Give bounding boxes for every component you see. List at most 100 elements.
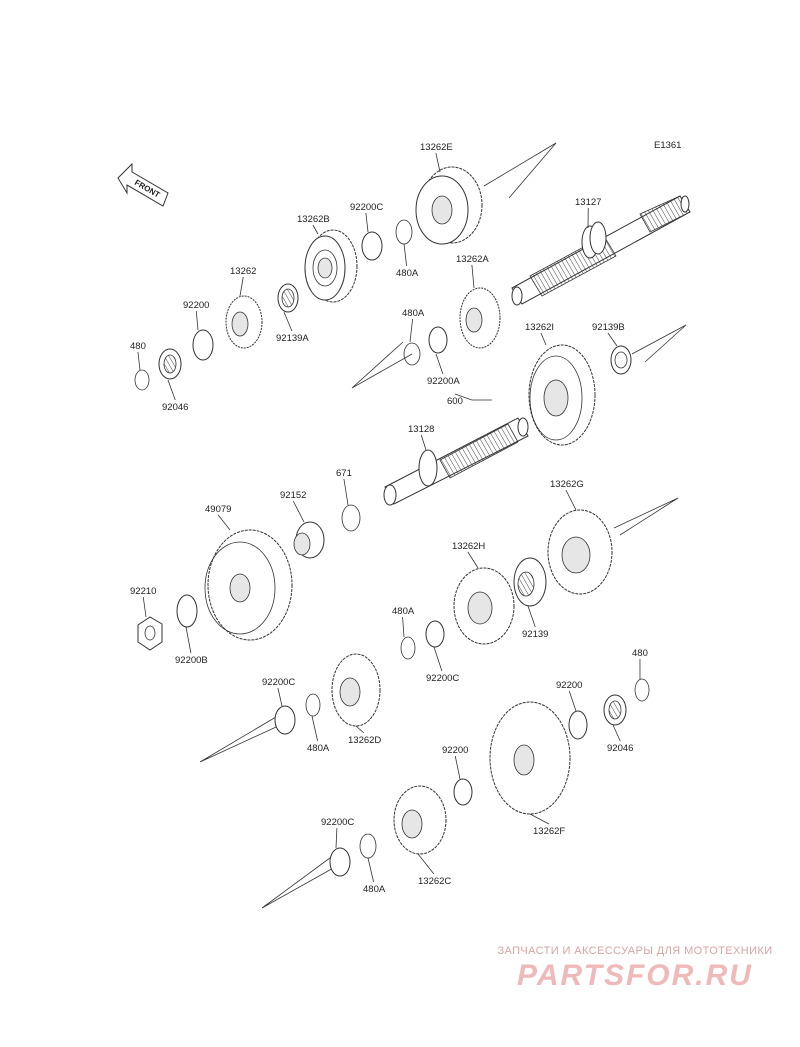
diagram-code: E1361 (654, 140, 681, 151)
sprocket-49079 (204, 529, 293, 641)
circlip-480a-mid (403, 342, 421, 366)
part-label-13262e: 13262E (420, 142, 453, 153)
needle-bearing-92046-lower (603, 694, 627, 726)
part-label-92210: 92210 (130, 586, 156, 597)
part-label-13262a: 13262A (456, 254, 489, 265)
part-label-600: 600 (447, 396, 463, 407)
leader-line (239, 276, 244, 297)
washer-92200b (176, 594, 198, 628)
part-label-13262b: 13262B (297, 214, 330, 225)
part-label-92139a: 92139A (276, 333, 309, 344)
part-label-49079: 49079 (205, 504, 231, 515)
part-label-671: 671 (336, 468, 352, 479)
leader-line (568, 690, 577, 712)
gear-13262b (304, 229, 358, 303)
part-label-13262g: 13262G (550, 479, 584, 490)
gear-13262e (415, 166, 483, 245)
leader-line (311, 715, 318, 742)
leader-line (612, 724, 621, 742)
leader-line (420, 434, 427, 451)
leader-line (335, 827, 338, 849)
main-shaft-13127 (511, 195, 691, 306)
leader-line (277, 687, 283, 707)
leader-line (292, 500, 305, 523)
leader-line (454, 393, 473, 401)
leader-line (367, 857, 374, 883)
washer-92200c-lower (274, 705, 296, 735)
circlip-480-upper (134, 369, 150, 391)
gear-13262f (489, 701, 571, 815)
part-label-480a: 480A (392, 606, 415, 617)
part-label-13262f: 13262F (533, 826, 565, 837)
part-label-92046: 92046 (607, 743, 633, 754)
leader-line (312, 224, 319, 235)
leader-line (217, 514, 231, 531)
leader-line (435, 152, 441, 173)
part-label-480a: 480A (402, 308, 425, 319)
part-label-92139: 92139 (522, 629, 548, 640)
part-label-13262d: 13262D (348, 735, 381, 746)
leader-line (435, 353, 444, 375)
gear-13262i (528, 344, 596, 446)
washer-92200c-bottom (329, 847, 351, 877)
front-arrow-icon: FRONT (117, 162, 169, 207)
part-label-92200c: 92200C (262, 677, 295, 688)
leader-line (607, 332, 618, 347)
washer-92200-upper (192, 329, 214, 361)
part-label-92200c: 92200C (321, 817, 354, 828)
nut-92210 (137, 616, 163, 651)
leader-lines (199, 142, 687, 909)
part-label-13128: 13128 (408, 424, 434, 435)
gear-13262g (547, 509, 613, 595)
washer-92200-lower-right (568, 710, 588, 740)
part-label-92139b: 92139B (592, 322, 625, 333)
leader-line (454, 755, 461, 780)
part-label-480a: 480A (396, 268, 419, 279)
circlip-480a-bottom (359, 833, 377, 859)
leader-line (471, 264, 475, 289)
gear-13262d (331, 653, 381, 727)
part-label-92200b: 92200B (175, 655, 208, 666)
leader-line (355, 725, 365, 734)
leader-line (283, 311, 293, 332)
bushing-92139b (610, 345, 632, 375)
part-label-480: 480 (130, 341, 146, 352)
washer-92200-lower (453, 778, 473, 806)
part-label-92200: 92200 (442, 745, 468, 756)
washer-92200c-upper (361, 231, 383, 261)
bushing-92139 (513, 557, 547, 607)
leader-line (402, 616, 405, 638)
part-label-92152: 92152 (280, 490, 306, 501)
washer-92200a (428, 326, 448, 354)
leader-line (403, 243, 407, 267)
part-label-92200: 92200 (556, 680, 582, 691)
output-shaft-13128 (383, 417, 529, 506)
leader-line (540, 332, 547, 346)
leader-line (167, 379, 176, 401)
leader-line (137, 351, 141, 371)
leader-line (409, 318, 413, 343)
watermark: ЗАПЧАСТИ И АКСЕССУАРЫ ДЛЯ МОТОТЕХНИКИ PA… (480, 945, 790, 993)
part-label-480a: 480A (307, 743, 330, 754)
snap-ring-671 (341, 504, 361, 532)
part-label-13127: 13127 (575, 197, 601, 208)
part-label-92200c: 92200C (350, 202, 383, 213)
leader-line (343, 478, 349, 506)
part-label-13262h: 13262H (452, 541, 485, 552)
gear-13262h (453, 567, 515, 645)
needle-bearing-92046-upper (158, 348, 182, 380)
bearing-92152 (293, 521, 325, 559)
leader-line (417, 853, 435, 875)
part-label-480a: 480A (363, 884, 386, 895)
leader-line (365, 212, 369, 233)
leader-line (195, 310, 199, 331)
gear-13262c (393, 785, 447, 855)
part-label-13262: 13262 (230, 266, 256, 277)
part-label-92046: 92046 (162, 402, 188, 413)
watermark-tagline: ЗАПЧАСТИ И АКСЕССУАРЫ ДЛЯ МОТОТЕХНИКИ (497, 945, 773, 957)
gear-13262 (225, 295, 263, 349)
leader-line (565, 489, 577, 511)
part-label-13262i: 13262I (525, 322, 554, 333)
gear-13262a (459, 287, 501, 349)
needle-bearing-92139a (277, 283, 299, 313)
